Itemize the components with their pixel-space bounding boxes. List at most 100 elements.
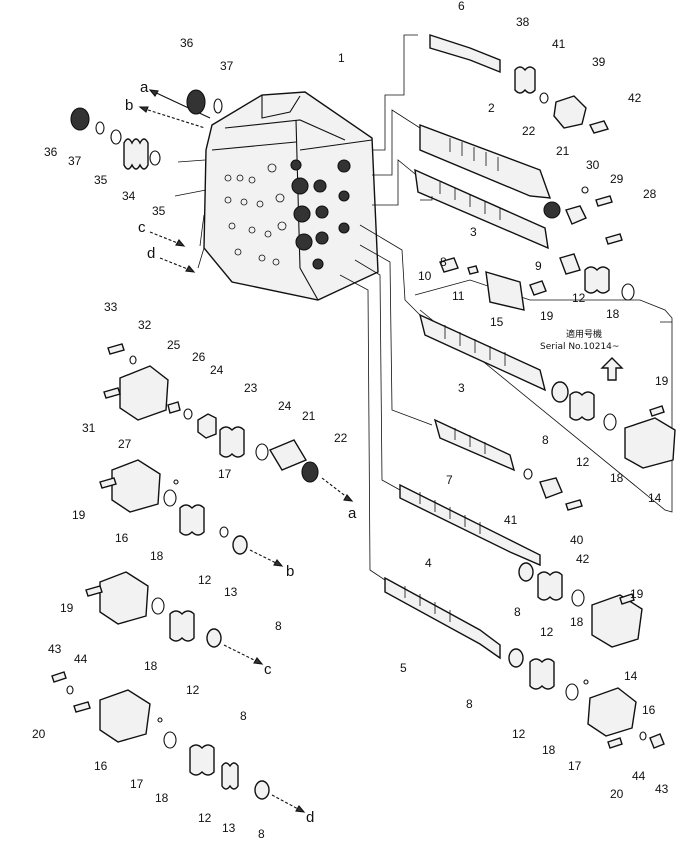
part-label-35: 35 xyxy=(152,204,166,218)
part-label-43: 43 xyxy=(655,782,669,796)
port-letter-b: b xyxy=(286,563,294,580)
port-letter-d: d xyxy=(306,809,314,826)
part-label-37: 37 xyxy=(220,59,234,73)
part-label-6: 6 xyxy=(458,0,465,13)
part-label-12: 12 xyxy=(186,683,200,697)
part-label-18: 18 xyxy=(606,307,620,321)
part-label-1: 1 xyxy=(338,51,345,65)
serial-note-number: Serial No.10214~ xyxy=(540,342,619,352)
left-column-parts xyxy=(51,343,354,813)
part-label-12: 12 xyxy=(512,727,526,741)
part-label-19: 19 xyxy=(655,374,669,388)
part-label-13: 13 xyxy=(222,821,236,835)
part-label-12: 12 xyxy=(198,573,212,587)
part-label-3: 3 xyxy=(470,225,477,239)
port-letter-c: c xyxy=(138,219,146,236)
part-label-26: 26 xyxy=(192,350,206,364)
part-label-12: 12 xyxy=(198,811,212,825)
part-label-19: 19 xyxy=(72,508,86,522)
part-label-12: 12 xyxy=(540,625,554,639)
part-label-18: 18 xyxy=(570,615,584,629)
part-label-36: 36 xyxy=(180,36,194,50)
part-label-15: 15 xyxy=(490,315,504,329)
part-label-31: 31 xyxy=(82,421,96,435)
mid-right-parts xyxy=(418,313,676,511)
port-letter-a: a xyxy=(140,79,149,96)
part-label-10: 10 xyxy=(418,269,432,283)
part-label-21: 21 xyxy=(556,144,570,158)
part-label-22: 22 xyxy=(334,431,348,445)
part-label-19: 19 xyxy=(60,601,74,615)
part-label-17: 17 xyxy=(568,759,582,773)
part-label-9: 9 xyxy=(535,259,542,273)
part-label-27: 27 xyxy=(118,437,132,451)
part-label-16: 16 xyxy=(115,531,129,545)
part-label-4: 4 xyxy=(425,556,432,570)
part-label-34: 34 xyxy=(122,189,136,203)
part-label-41: 41 xyxy=(552,37,566,51)
port-letter-d: d xyxy=(147,245,155,262)
left-top-parts xyxy=(70,89,223,170)
part-label-25: 25 xyxy=(167,338,181,352)
part-label-30: 30 xyxy=(586,158,600,172)
part-label-18: 18 xyxy=(542,743,556,757)
part-label-20: 20 xyxy=(610,787,624,801)
part-label-40: 40 xyxy=(570,533,584,547)
part-label-19: 19 xyxy=(630,587,644,601)
part-label-5: 5 xyxy=(400,661,407,675)
port-letter-c: c xyxy=(264,661,272,678)
lower-right-parts xyxy=(384,483,665,749)
part-label-24: 24 xyxy=(278,399,292,413)
part-label-8: 8 xyxy=(258,827,265,841)
part-label-38: 38 xyxy=(516,15,530,29)
part-label-7: 7 xyxy=(446,473,453,487)
part-label-19: 19 xyxy=(540,309,554,323)
part-label-8: 8 xyxy=(514,605,521,619)
port-letter-a: a xyxy=(348,505,357,522)
part-label-23: 23 xyxy=(244,381,258,395)
leader-lines xyxy=(174,34,673,581)
part-label-21: 21 xyxy=(302,409,316,423)
part-label-18: 18 xyxy=(144,659,158,673)
part-label-11: 11 xyxy=(452,289,465,303)
part-label-12: 12 xyxy=(576,455,590,469)
part-label-41: 41 xyxy=(504,513,518,527)
part-label-39: 39 xyxy=(592,55,606,69)
part-label-14: 14 xyxy=(624,669,638,683)
serial-box xyxy=(420,196,646,354)
part-label-42: 42 xyxy=(576,552,590,566)
serial-note-title: 適用号機 xyxy=(566,328,602,340)
part-label-17: 17 xyxy=(218,467,232,481)
part-label-22: 22 xyxy=(522,124,536,138)
part-label-16: 16 xyxy=(642,703,656,717)
part-label-32: 32 xyxy=(138,318,152,332)
part-label-44: 44 xyxy=(74,652,88,666)
upper-right-parts xyxy=(414,34,635,311)
port-letter-b: b xyxy=(125,97,133,114)
part-label-13: 13 xyxy=(224,585,238,599)
part-label-18: 18 xyxy=(155,791,169,805)
part-label-29: 29 xyxy=(610,172,624,186)
part-label-42: 42 xyxy=(628,91,642,105)
part-label-16: 16 xyxy=(94,759,108,773)
part-label-14: 14 xyxy=(648,491,662,505)
part-label-18: 18 xyxy=(150,549,164,563)
part-label-37: 37 xyxy=(68,154,82,168)
part-label-8: 8 xyxy=(275,619,282,633)
part-label-33: 33 xyxy=(104,300,118,314)
valve-body xyxy=(203,91,379,301)
part-label-43: 43 xyxy=(48,642,62,656)
part-label-3: 3 xyxy=(458,381,465,395)
part-label-8: 8 xyxy=(542,433,549,447)
part-label-28: 28 xyxy=(643,187,657,201)
part-label-17: 17 xyxy=(130,777,144,791)
part-label-12: 12 xyxy=(572,291,586,305)
part-label-20: 20 xyxy=(32,727,46,741)
part-label-24: 24 xyxy=(210,363,224,377)
part-label-44: 44 xyxy=(632,769,646,783)
part-label-2: 2 xyxy=(488,101,495,115)
flow-arrows xyxy=(138,89,211,273)
part-label-8: 8 xyxy=(240,709,247,723)
